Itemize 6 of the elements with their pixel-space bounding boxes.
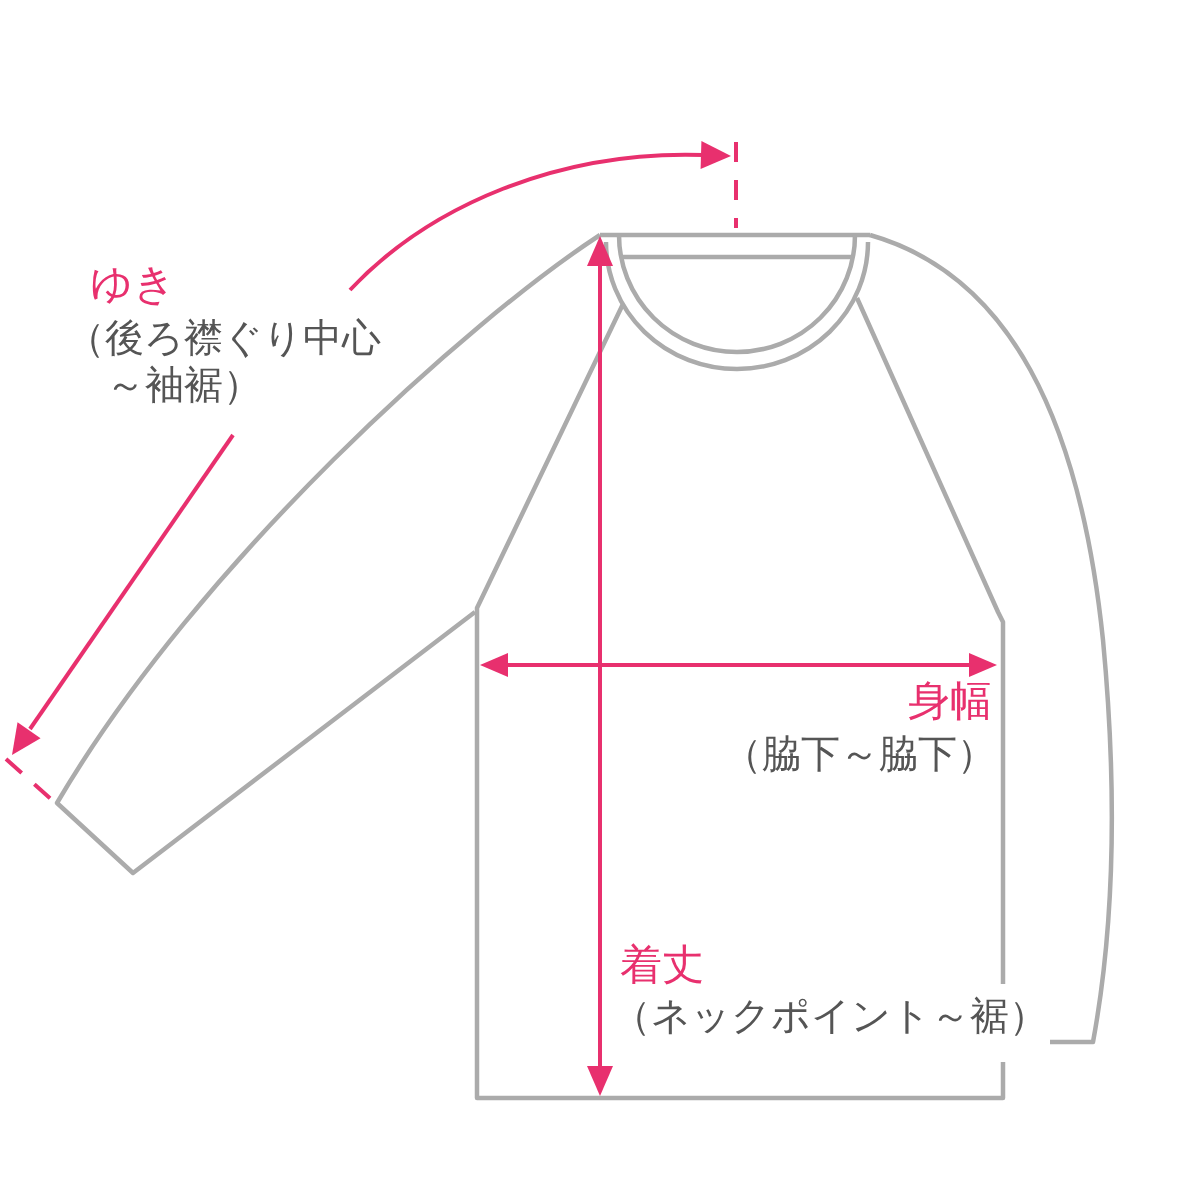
dimension-label: 身幅 [908,676,992,727]
dimension-label: 着丈 [620,940,704,991]
dimension-label: ゆき [90,259,176,310]
dimension-note: （後ろ襟ぐり中心～袖裾） [66,315,382,409]
dimension-note: （ネックポイント～裾） [612,993,1048,1040]
dimension-note: （脇下～脇下） [723,731,996,778]
